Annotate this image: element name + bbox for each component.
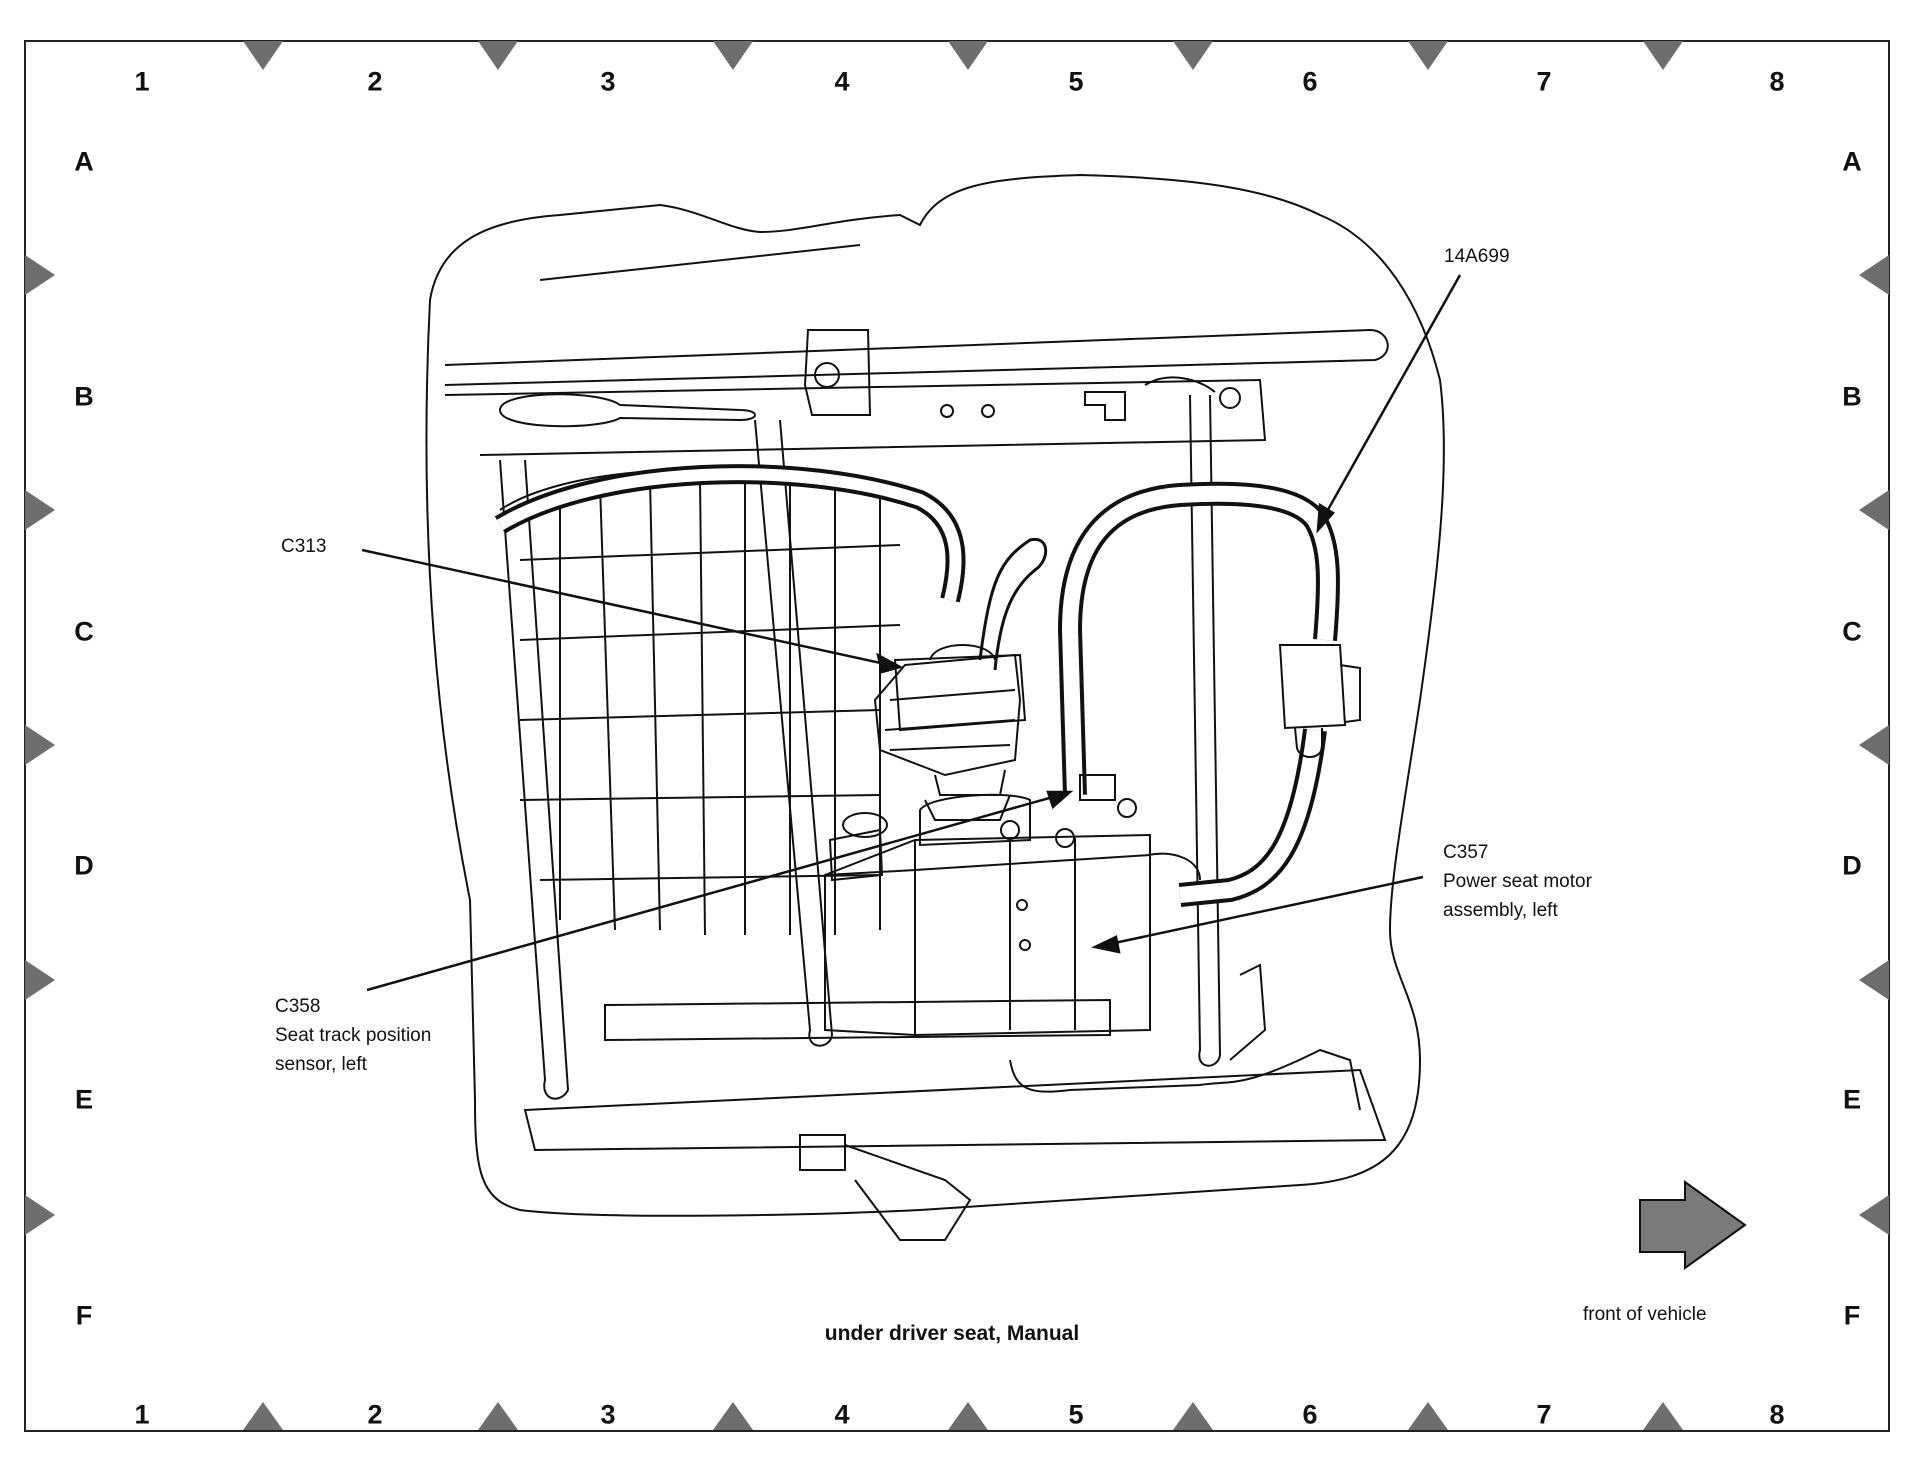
callout-c358: C358 Seat track position sensor, left [275,992,431,1079]
col-label-bottom-6: 6 [1302,1399,1318,1430]
callout-14A699: 14A699 [1444,246,1510,267]
leader-lines [361,274,1462,992]
row-label-right-F: F [1843,1300,1861,1331]
row-label-right-D: D [1842,850,1862,881]
grid-markers [25,41,1889,1430]
col-label-bottom-7: 7 [1536,1399,1552,1430]
col-label-bottom-8: 8 [1769,1399,1785,1430]
front-arrow-icon [1639,1180,1747,1270]
callout-c357-id: C357 [1443,842,1489,863]
row-label-right-C: C [1842,616,1862,647]
row-label-F: F [75,1300,93,1331]
row-label-B: B [74,381,94,412]
col-label-2: 2 [367,66,383,97]
callout-c358-desc-2: sensor, left [275,1054,367,1075]
col-label-5: 5 [1068,66,1084,97]
col-label-8: 8 [1769,66,1785,97]
row-label-A: A [74,146,94,177]
col-label-bottom-5: 5 [1068,1399,1084,1430]
callout-c357: C357 Power seat motor assembly, left [1443,838,1592,925]
col-label-4: 4 [834,66,850,97]
col-label-3: 3 [600,66,616,97]
col-label-bottom-1: 1 [134,1399,150,1430]
callout-c358-id: C358 [275,996,321,1017]
row-label-right-B: B [1842,381,1862,412]
row-label-D: D [74,850,94,881]
callout-c358-desc-1: Seat track position [275,1025,432,1046]
col-label-bottom-2: 2 [367,1399,383,1430]
seat-frame-outline [425,173,1445,1241]
col-label-bottom-4: 4 [834,1399,850,1430]
row-label-right-A: A [1842,146,1862,177]
row-label-E: E [74,1084,94,1115]
callout-c357-desc-1: Power seat motor [1443,871,1592,892]
col-label-bottom-3: 3 [600,1399,616,1430]
col-label-7: 7 [1536,66,1552,97]
row-label-right-E: E [1842,1084,1862,1115]
diagram-caption: under driver seat, Manual [824,1322,1080,1345]
col-label-6: 6 [1302,66,1318,97]
callout-c313: C313 [281,536,327,557]
callout-c357-desc-2: assembly, left [1443,900,1558,921]
row-label-C: C [74,616,94,647]
col-label-1: 1 [134,66,150,97]
front-of-vehicle-label: front of vehicle [1583,1304,1707,1325]
